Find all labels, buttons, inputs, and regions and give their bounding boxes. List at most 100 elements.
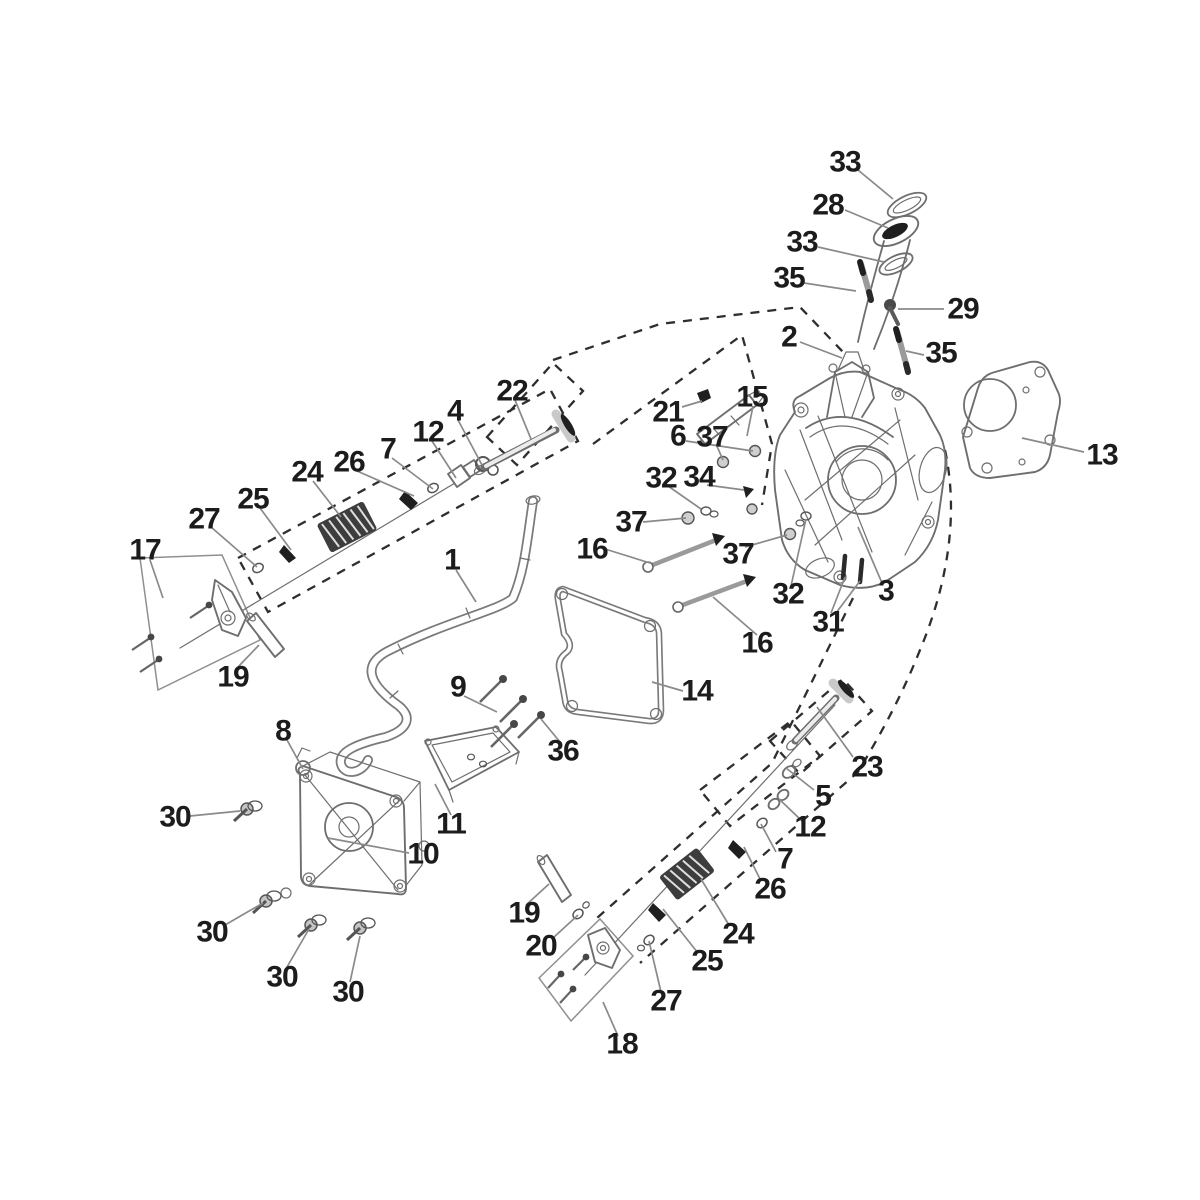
part-number-32: 32	[645, 462, 677, 495]
part-number-9: 9	[450, 671, 466, 704]
leader-line	[455, 569, 477, 603]
stud-16-upper	[642, 533, 725, 573]
studs-31	[840, 553, 865, 585]
leader-line	[662, 908, 699, 954]
spring-seat-25	[279, 545, 296, 563]
leader-line	[431, 440, 457, 479]
part-number-3: 3	[878, 575, 894, 608]
leader-line	[525, 883, 550, 906]
stud-35-left	[857, 259, 874, 303]
part-number-36: 36	[547, 735, 579, 768]
part-number-27: 27	[188, 503, 220, 536]
leader-line	[706, 484, 745, 491]
part-number-15: 15	[736, 381, 768, 414]
valve-cover-gasket-14	[554, 585, 665, 725]
detail-box-17	[139, 554, 261, 692]
leader-line	[785, 767, 815, 791]
leader-line	[552, 914, 579, 939]
part-number-7: 7	[380, 433, 396, 466]
part-number-37: 37	[615, 506, 647, 539]
leader-lines	[149, 169, 1085, 1037]
leader-line	[642, 517, 687, 523]
leader-line	[816, 706, 854, 758]
cotter-26	[399, 491, 418, 510]
part-number-12: 12	[412, 416, 444, 449]
box-18-screws	[547, 953, 590, 1004]
leader-line	[844, 209, 889, 229]
valve-23	[786, 678, 855, 751]
leader-line	[540, 718, 561, 743]
part-number-29: 29	[947, 293, 979, 326]
part-number-6: 6	[670, 420, 686, 453]
part-number-4: 4	[447, 395, 464, 428]
part-number-25: 25	[691, 945, 723, 978]
leader-line	[210, 526, 258, 568]
cylinder-head	[773, 351, 948, 589]
o-ring-33-upper	[886, 191, 928, 219]
part-number-5: 5	[815, 780, 831, 813]
part-number-10: 10	[407, 838, 439, 871]
part-number-37: 37	[696, 421, 728, 454]
box-17-screws	[131, 601, 213, 673]
spring-seat-25b	[648, 903, 666, 922]
part-number-31: 31	[812, 606, 844, 639]
leader-line	[463, 695, 498, 713]
washer-27	[252, 562, 264, 574]
exhaust-valve-train	[131, 409, 576, 673]
holder-plate-11	[424, 725, 520, 803]
leader-line	[602, 1001, 619, 1037]
valve-cover-10	[280, 747, 430, 899]
leader-line	[700, 878, 730, 926]
part-number-7: 7	[777, 843, 793, 876]
arrow-tip-34	[743, 486, 754, 498]
detail-box-18	[538, 917, 635, 1023]
leader-line	[799, 341, 843, 359]
part-number-33: 33	[829, 146, 861, 179]
bolt-21	[697, 389, 711, 403]
washer-20	[572, 908, 584, 920]
leader-line	[514, 399, 532, 440]
part-number-26: 26	[333, 446, 365, 479]
leader-line	[434, 783, 452, 816]
tappet-12b	[767, 788, 790, 811]
part-number-30: 30	[332, 976, 364, 1009]
part-number-18: 18	[606, 1028, 638, 1061]
leader-line	[349, 935, 361, 983]
leader-line	[835, 580, 861, 614]
cover-screws-9-36	[466, 675, 545, 768]
dashed-projection-lines	[236, 305, 953, 964]
part-number-26: 26	[754, 873, 786, 906]
leader-line	[760, 823, 777, 853]
leader-line	[667, 485, 702, 510]
part-number-20: 20	[525, 930, 557, 963]
part-number-33: 33	[786, 226, 818, 259]
valve-22	[473, 409, 576, 476]
part-number-30: 30	[266, 961, 298, 994]
part-number-1: 1	[444, 544, 460, 577]
part-number-27: 27	[650, 985, 682, 1018]
leader-line	[356, 470, 415, 497]
part-number-17: 17	[129, 534, 161, 567]
part-number-34: 34	[683, 461, 716, 494]
part-number-11: 11	[436, 808, 466, 841]
part-number-2: 2	[781, 321, 797, 354]
leader-line	[778, 798, 802, 821]
leader-line	[790, 518, 807, 587]
part-number-13: 13	[1086, 439, 1118, 472]
leader-line	[651, 681, 684, 692]
leader-line	[830, 576, 846, 614]
part-number-28: 28	[812, 189, 844, 222]
part-number-35: 35	[925, 337, 957, 370]
part-number-8: 8	[275, 715, 291, 748]
valve-spring-24b	[660, 848, 714, 900]
leader-line	[857, 169, 894, 200]
rocker-arm-18	[587, 927, 621, 969]
part-number-16: 16	[741, 627, 773, 660]
washer-7	[427, 482, 439, 494]
leader-line	[712, 596, 758, 636]
washer-7b	[756, 817, 768, 829]
part-number-30: 30	[196, 916, 228, 949]
leader-line	[237, 644, 260, 668]
